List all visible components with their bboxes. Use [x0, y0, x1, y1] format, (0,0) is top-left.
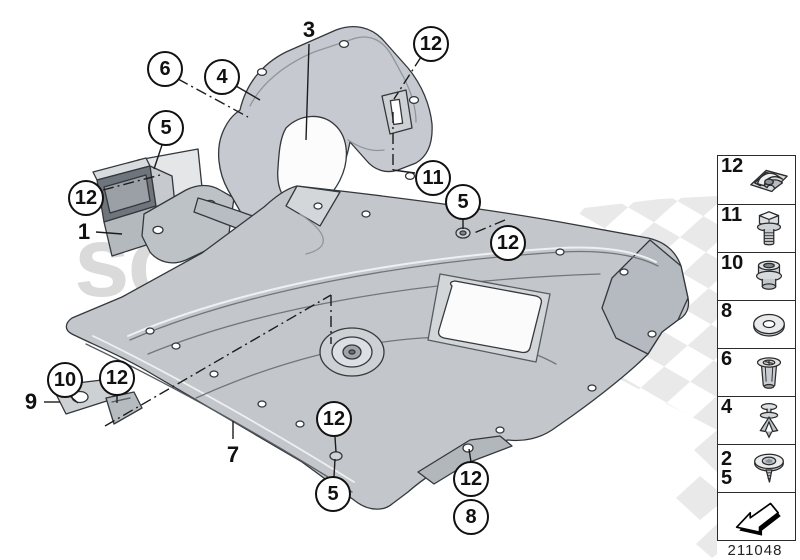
legend-row-12[interactable]: 12 [718, 156, 795, 204]
callout-12-c[interactable]: 12 [490, 225, 526, 261]
callout-5-a[interactable]: 5 [148, 110, 184, 146]
washer-screw-icon [754, 453, 784, 483]
callout-5-c[interactable]: 5 [315, 476, 351, 512]
leader-lines [44, 43, 506, 478]
legend-num-4: 4 [721, 396, 733, 418]
legend-row-8[interactable]: 8 [718, 300, 795, 348]
legend-num-5: 5 [721, 466, 733, 489]
legend-num-10: 10 [721, 252, 744, 274]
hex-flange-bolt-icon [756, 210, 782, 245]
legend-num-8: 8 [721, 300, 733, 322]
callout-11[interactable]: 11 [415, 160, 451, 196]
grommet-icon [755, 260, 783, 290]
washer-icon [753, 313, 785, 337]
legend-row-2-5[interactable]: 2 5 [718, 444, 795, 492]
drawing-number: 211048 [727, 542, 783, 559]
legend-row-6[interactable]: 6 [718, 348, 795, 396]
legend-num-2: 2 [721, 447, 733, 470]
callout-6[interactable]: 6 [147, 51, 183, 87]
callout-10[interactable]: 10 [47, 362, 83, 398]
cage-nut-icon [750, 169, 788, 193]
legend-row-11[interactable]: 11 [718, 204, 795, 252]
fastener-legend: 12 11 [717, 155, 796, 541]
callout-4[interactable]: 4 [204, 59, 240, 95]
callout-12-e[interactable]: 12 [316, 401, 352, 437]
callout-5-b[interactable]: 5 [445, 184, 481, 220]
label-9[interactable]: 9 [24, 389, 38, 414]
legend-num-6: 6 [721, 348, 733, 370]
legend-row-4[interactable]: 4 [718, 396, 795, 444]
direction-arrow-icon [735, 502, 781, 536]
label-1[interactable]: 1 [77, 219, 91, 244]
label-7[interactable]: 7 [226, 442, 240, 467]
part-7-underfloor-panel [65, 171, 690, 510]
callout-12-f[interactable]: 12 [453, 461, 489, 497]
callout-12-b[interactable]: 12 [68, 180, 104, 216]
legend-row-10[interactable]: 10 [718, 252, 795, 300]
label-3[interactable]: 3 [302, 17, 316, 42]
legend-num-12: 12 [721, 155, 744, 177]
callout-12-a[interactable]: 12 [413, 26, 449, 62]
expanding-rivet-icon [759, 402, 779, 439]
legend-row-direction[interactable] [718, 492, 795, 540]
callout-8[interactable]: 8 [453, 499, 489, 535]
expansion-nut-icon [756, 356, 782, 389]
callout-12-d[interactable]: 12 [99, 360, 135, 396]
legend-num-11: 11 [721, 204, 743, 226]
